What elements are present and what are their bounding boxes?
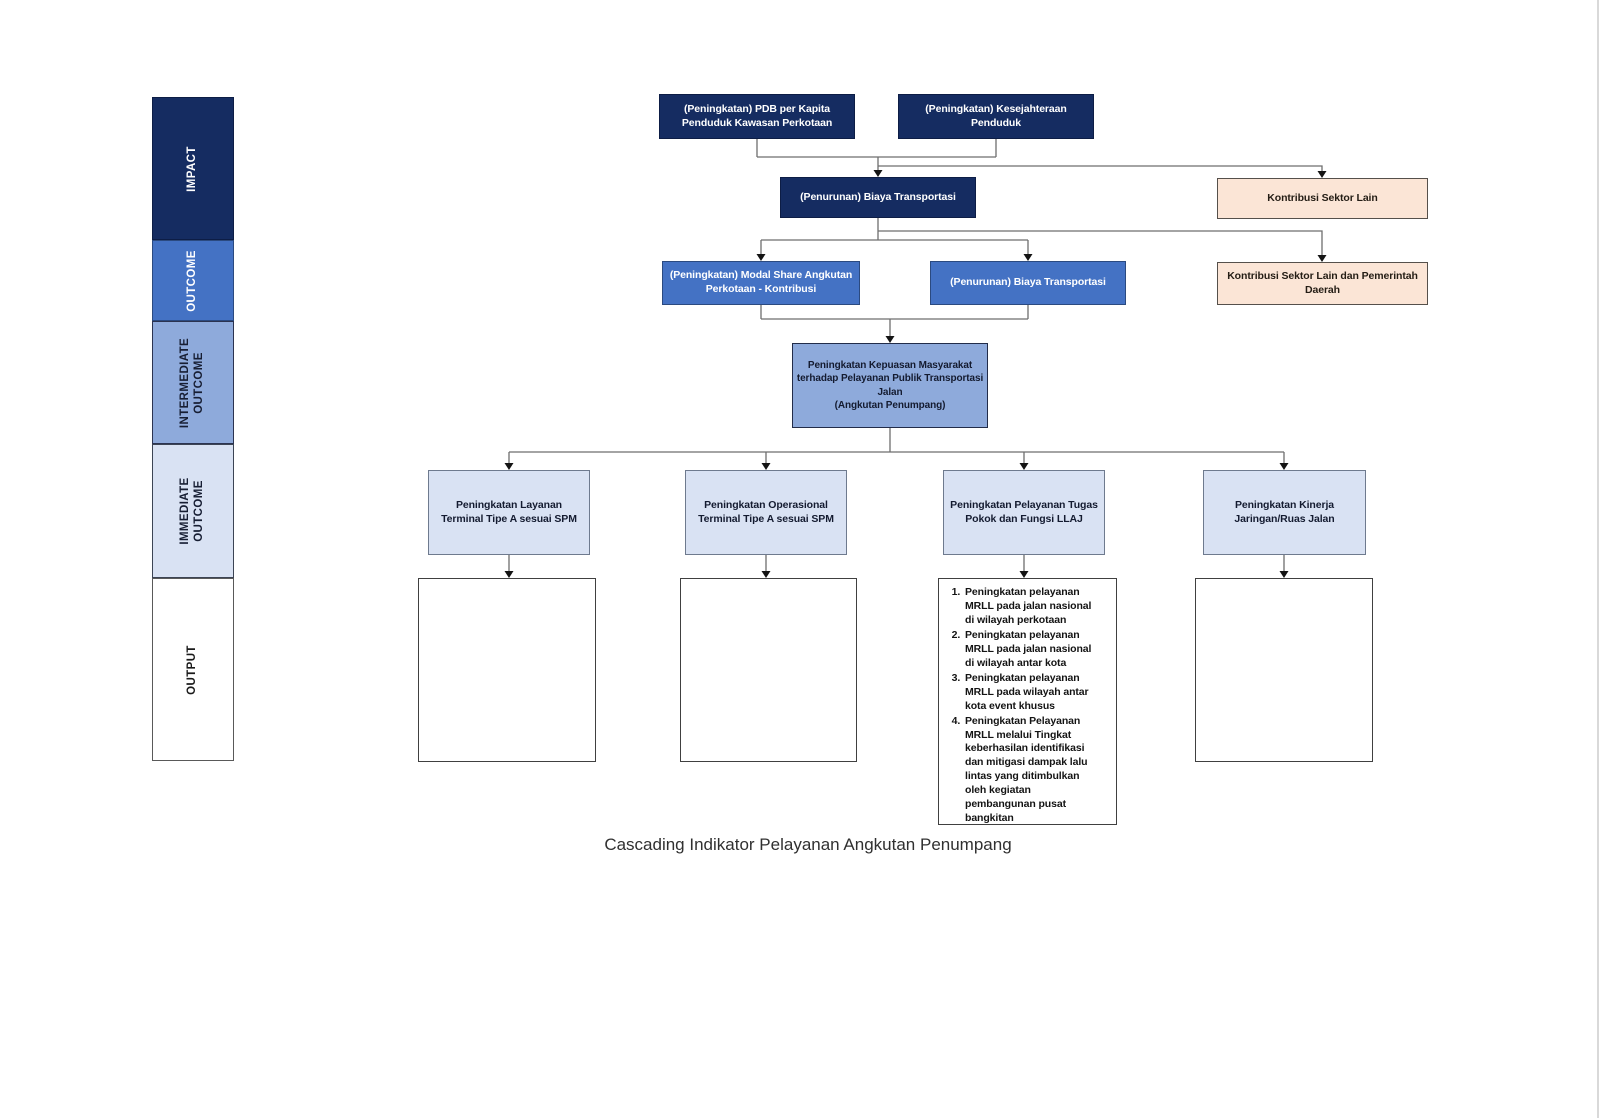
node-kontribusi-sektor-lain: Kontribusi Sektor Lain — [1217, 178, 1428, 219]
node-layanan-terminal: Peningkatan Layanan Terminal Tipe A sesu… — [428, 470, 590, 555]
output-list-item: Peningkatan pelayanan MRLL pada jalan na… — [963, 586, 1114, 628]
sidebar-stage-intermediate-outcome: INTERMEDIATE OUTCOME — [152, 321, 234, 444]
node-penurunan-biaya-transportasi-impact: (Penurunan) Biaya Transportasi — [780, 177, 976, 218]
output-list-item: Peningkatan Pelayanan MRLL melalui Tingk… — [963, 715, 1114, 827]
node-penurunan-biaya-transportasi-outcome: (Penurunan) Biaya Transportasi — [930, 261, 1126, 305]
stage-label-intermediate-outcome: INTERMEDIATE OUTCOME — [179, 337, 205, 428]
node-operasional-terminal: Peningkatan Operasional Terminal Tipe A … — [685, 470, 847, 555]
sidebar-stage-output: OUTPUT — [152, 578, 234, 761]
output-box-pelayanan-llaj: Peningkatan pelayanan MRLL pada jalan na… — [938, 578, 1117, 825]
stage-label-output: OUTPUT — [186, 644, 199, 695]
node-kontribusi-sektor-lain-pemda: Kontribusi Sektor Lain dan Pemerintah Da… — [1217, 262, 1428, 305]
output-box-layanan-terminal — [418, 578, 596, 762]
stage-label-outcome: OUTCOME — [186, 249, 199, 312]
page-edge-line — [1597, 0, 1599, 1118]
node-kepuasan-masyarakat: Peningkatan Kepuasan Masyarakat terhadap… — [792, 343, 988, 428]
node-pdb-per-kapita: (Peningkatan) PDB per Kapita Penduduk Ka… — [659, 94, 855, 139]
output-box-kinerja-jaringan — [1195, 578, 1373, 762]
node-kinerja-jaringan: Peningkatan Kinerja Jaringan/Ruas Jalan — [1203, 470, 1366, 555]
node-kesejahteraan-penduduk: (Peningkatan) Kesejahteraan Penduduk — [898, 94, 1094, 139]
stage-label-immediate-outcome: IMMEDIATE OUTCOME — [179, 477, 205, 545]
output-list: Peningkatan pelayanan MRLL pada jalan na… — [939, 586, 1114, 826]
output-list-item: Peningkatan pelayanan MRLL pada jalan na… — [963, 629, 1114, 671]
sidebar-stage-impact: IMPACT — [152, 97, 234, 240]
diagram-caption: Cascading Indikator Pelayanan Angkutan P… — [604, 835, 1012, 854]
output-box-operasional-terminal — [680, 578, 857, 762]
sidebar-stage-outcome: OUTCOME — [152, 240, 234, 321]
stage-label-impact: IMPACT — [186, 145, 199, 192]
node-pelayanan-llaj: Peningkatan Pelayanan Tugas Pokok dan Fu… — [943, 470, 1105, 555]
output-list-item: Peningkatan pelayanan MRLL pada wilayah … — [963, 672, 1114, 714]
sidebar-stage-immediate-outcome: IMMEDIATE OUTCOME — [152, 444, 234, 578]
node-modal-share-angkutan: (Peningkatan) Modal Share Angkutan Perko… — [662, 261, 860, 305]
